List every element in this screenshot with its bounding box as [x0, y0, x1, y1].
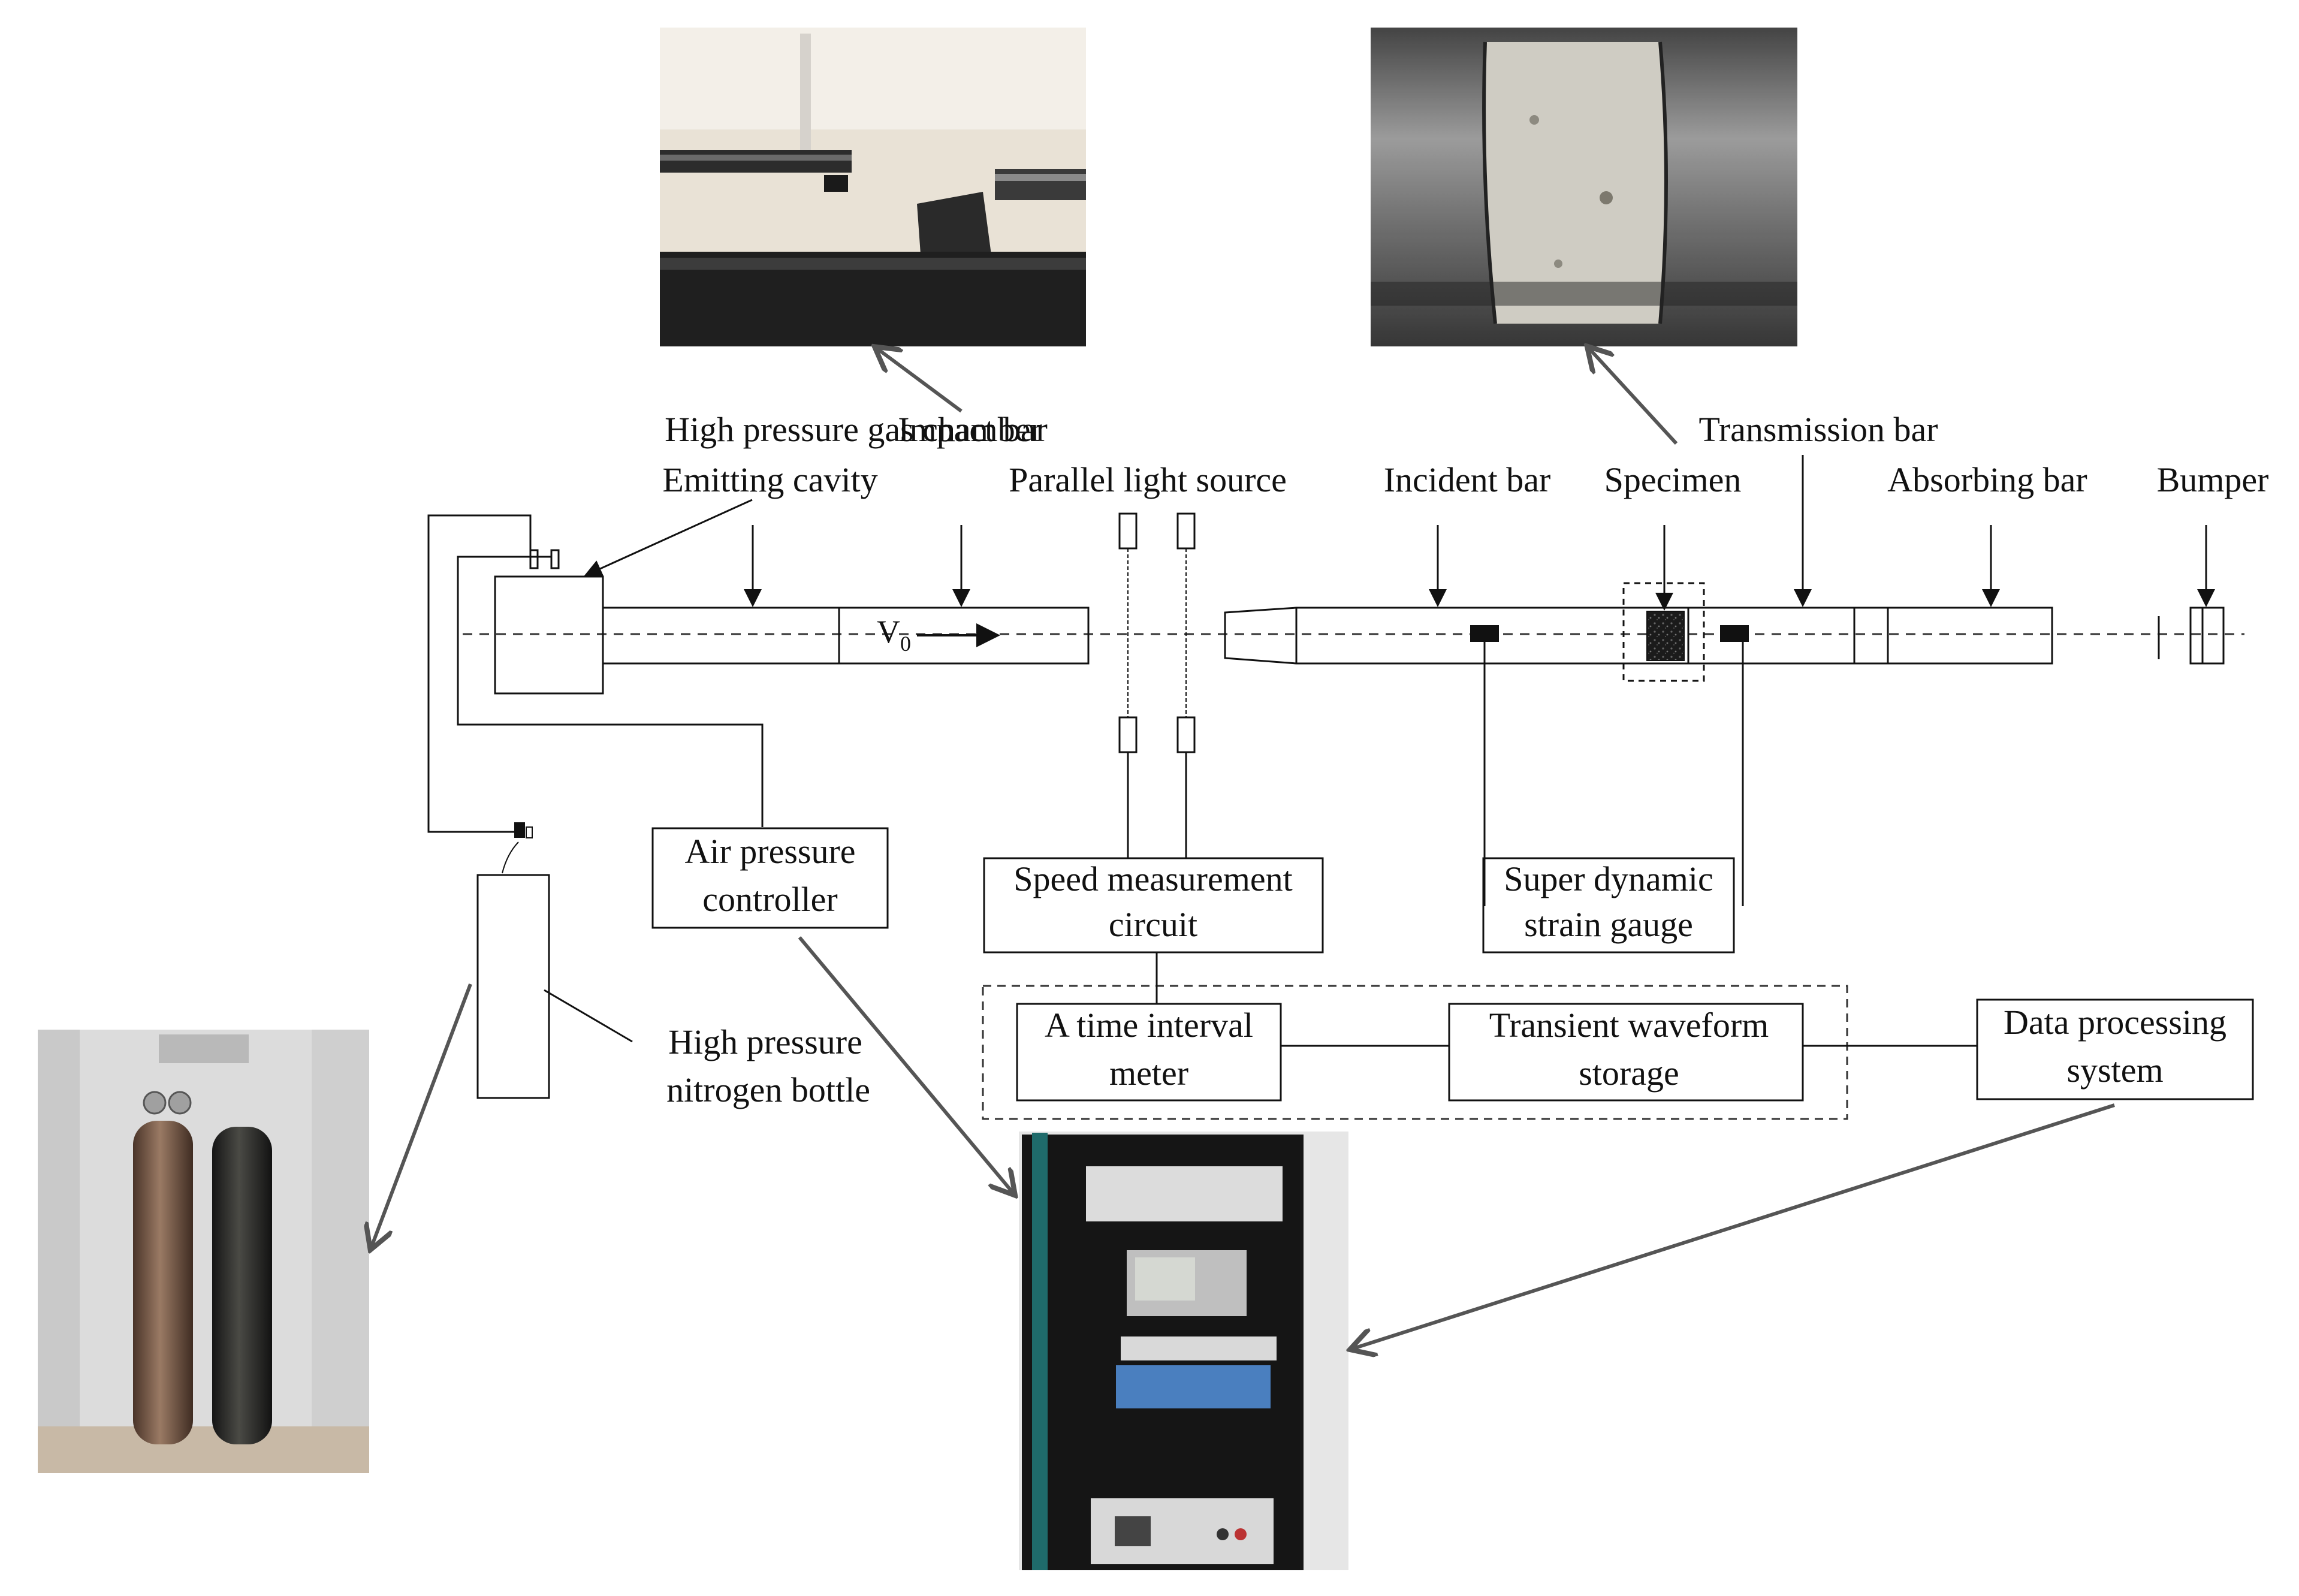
air-pressure-line1: Air pressure	[684, 832, 855, 871]
air-pressure-controller-box: Air pressure controller	[651, 827, 889, 929]
impact-bar-label: Impact bar	[898, 410, 1048, 449]
specimen-photo-arrow	[1589, 349, 1678, 445]
valve-left	[529, 549, 539, 569]
specimen-block	[1646, 611, 1685, 661]
equipment-rack-photo	[1019, 1132, 1348, 1570]
bumper-shape	[2158, 607, 2225, 665]
transmission-bar-shape	[1687, 607, 2053, 665]
nitrogen-label-leader	[544, 989, 633, 1043]
nitrogen-bottles-photo	[38, 1030, 369, 1473]
processing-group-dashed	[982, 985, 1848, 1120]
transmission-bar-label: Transmission bar	[1698, 410, 1938, 449]
incident-bar-label: Incident bar	[1384, 460, 1551, 499]
strain-line2: strain gauge	[1524, 905, 1693, 944]
time-meter-line2: meter	[1109, 1054, 1188, 1093]
speed-line2: circuit	[1109, 905, 1197, 944]
waveform-storage-box: Transient waveform storage	[1448, 1003, 1804, 1102]
speed-line1: Speed measurement	[1013, 859, 1292, 898]
gas-line-inner	[457, 556, 764, 827]
velocity-label: V0	[877, 614, 911, 656]
nitrogen-label-line2: nitrogen bottle	[666, 1070, 870, 1109]
data-processing-box: Data processing system	[1976, 998, 2254, 1100]
strain-line1: Super dynamic	[1504, 859, 1713, 898]
bottle-photo-arrow	[372, 983, 472, 1247]
gas-chamber-pointer	[584, 499, 753, 577]
gas-line-outer	[427, 514, 532, 833]
waveform-line1: Transient waveform	[1489, 1006, 1769, 1045]
waveform-line2: storage	[1579, 1054, 1679, 1093]
bottle-valve-gauge-icon	[526, 826, 533, 838]
specimen-photo	[1371, 28, 1797, 346]
absorbing-bar-label: Absorbing bar	[1887, 460, 2087, 499]
air-pressure-line2: controller	[702, 880, 837, 919]
time-interval-meter-box: A time interval meter	[1016, 1003, 1282, 1102]
data-proc-line2: system	[2066, 1051, 2163, 1090]
data-proc-line1: Data processing	[2004, 1003, 2226, 1042]
emitting-cavity-tube	[602, 607, 1090, 665]
specimen-dashed-box	[1622, 582, 1705, 682]
gas-chamber-label: High pressure gas chamber	[665, 410, 1042, 449]
incident-strain-gauge	[1470, 625, 1499, 642]
parallel-light-source	[1118, 512, 1196, 858]
emitting-cavity-label: Emitting cavity	[662, 460, 877, 499]
incident-bar-shape	[1224, 607, 1889, 665]
bottle-hose	[502, 841, 519, 874]
nitrogen-label-line1: High pressure	[668, 1022, 862, 1061]
time-meter-line1: A time interval	[1045, 1006, 1253, 1045]
speed-measurement-box: Speed measurement circuit	[983, 857, 1324, 954]
strain-gauge-box: Super dynamic strain gauge	[1482, 857, 1744, 954]
specimen-label: Specimen	[1604, 460, 1742, 499]
parallel-light-label: Parallel light source	[1009, 460, 1287, 499]
processing-photo-arrow	[1353, 1103, 2115, 1348]
controller-photo-arrow	[798, 936, 1013, 1193]
bumper-label: Bumper	[2157, 460, 2269, 499]
nitrogen-bottle-shape	[476, 874, 550, 1099]
impact-photo-arrow	[877, 349, 963, 413]
valve-right	[550, 549, 560, 569]
bottle-valve-icon	[514, 822, 525, 838]
impact-bar-photo	[660, 28, 1086, 346]
transmission-strain-gauge	[1720, 625, 1749, 642]
